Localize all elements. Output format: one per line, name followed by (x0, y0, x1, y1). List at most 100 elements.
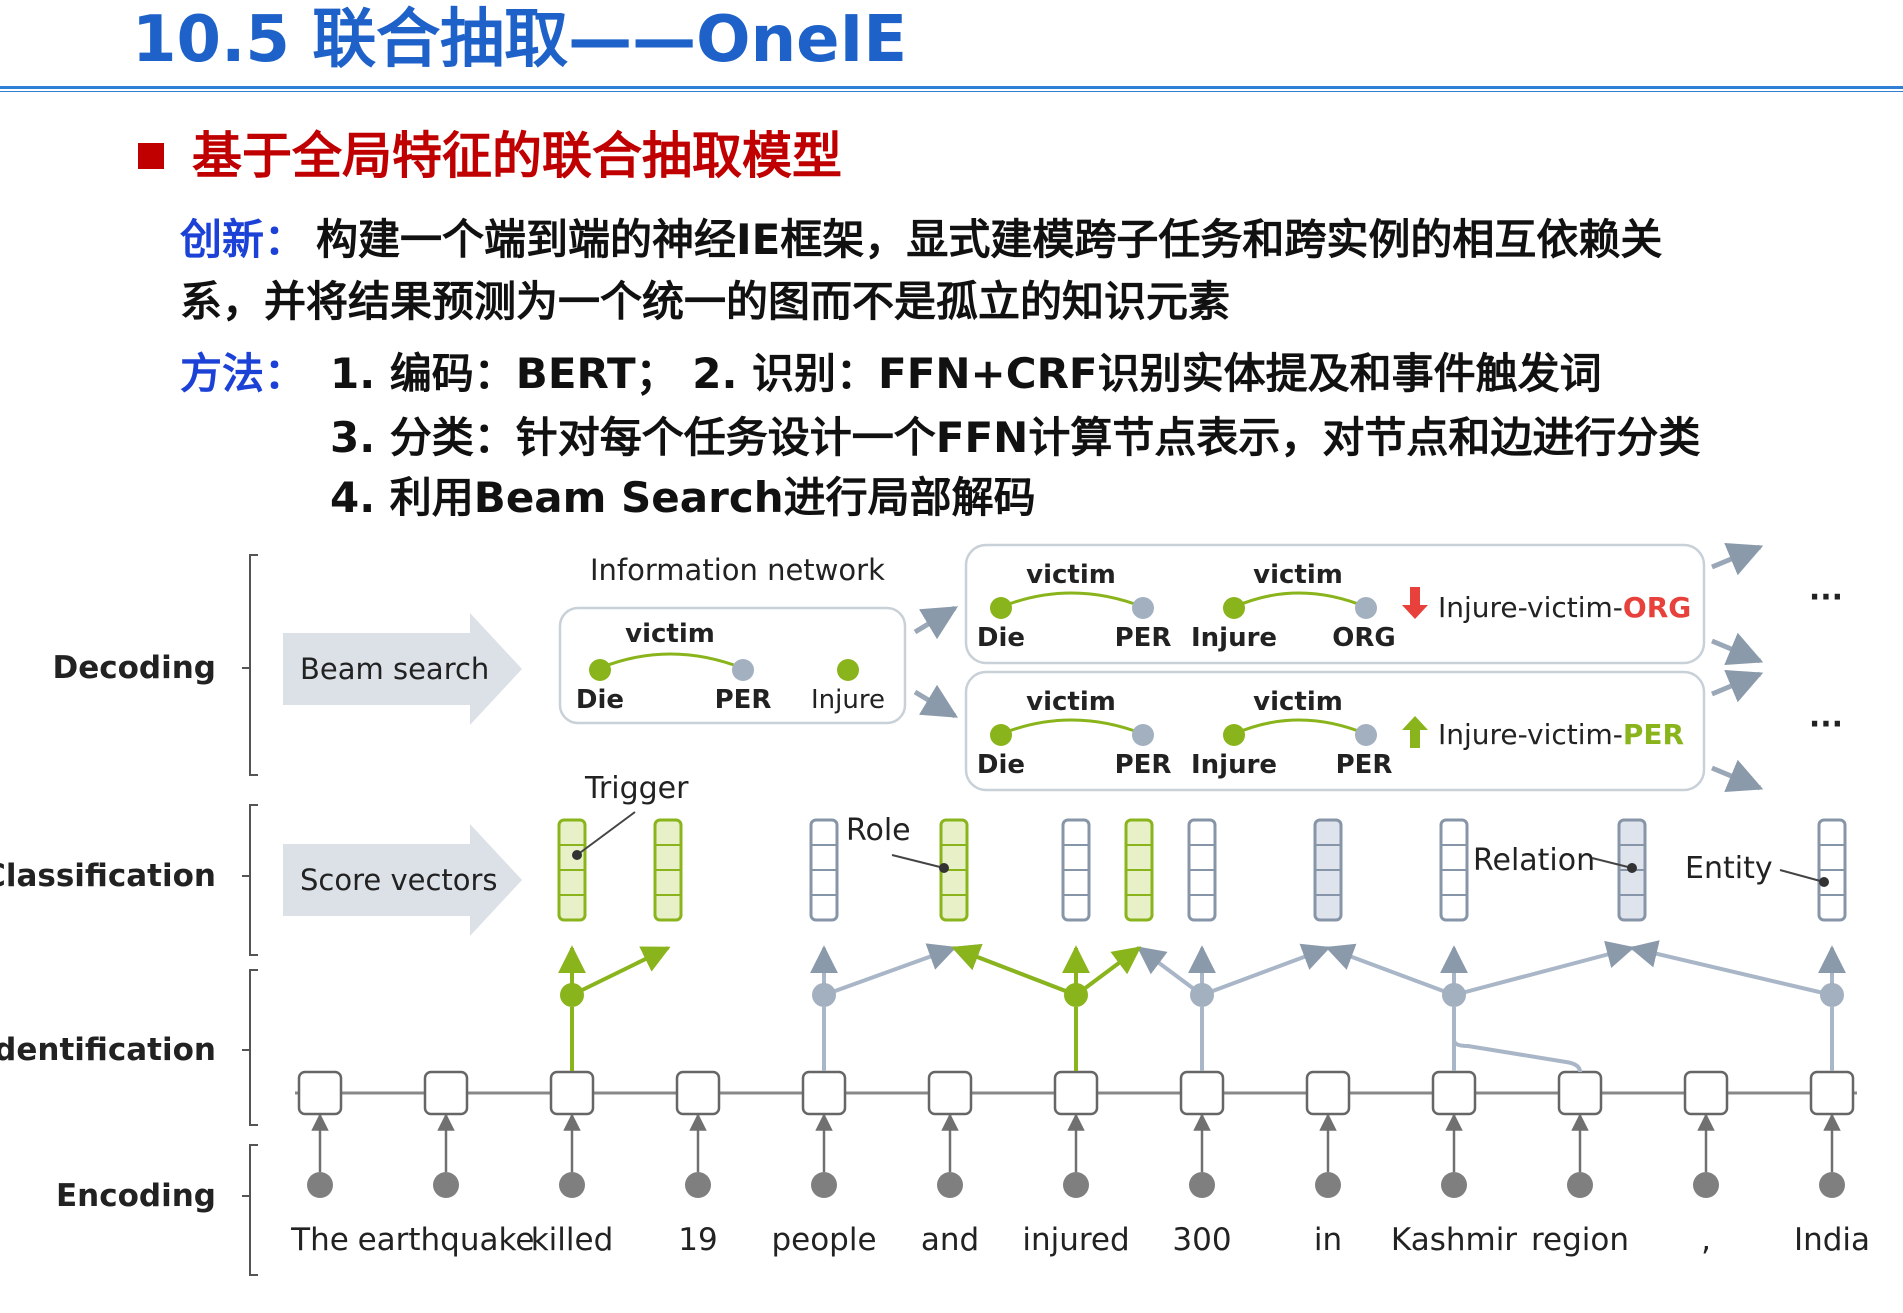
encoder-box (1809, 1070, 1855, 1116)
candidate-edge-label: victim (1253, 687, 1343, 717)
candidate-node (1132, 597, 1154, 619)
candidate-node (1223, 597, 1245, 619)
encoding-node (811, 1172, 837, 1198)
relation-callout-line (1591, 857, 1633, 869)
beam-expand-arrow (1711, 669, 1764, 703)
up-arrow-icon (1402, 716, 1428, 748)
role-callout-line (891, 854, 945, 869)
candidate-node (1355, 724, 1377, 746)
beam-branch-arrow (913, 605, 959, 640)
trigger-callout: Trigger (584, 771, 689, 806)
token-4: people (771, 1222, 876, 1258)
relation-connector (823, 943, 957, 997)
innovation-text-line2: 系，并将结果预测为一个统一的图而不是孤立的知识元素 (180, 277, 1231, 326)
candidate-node-label: Injure (1191, 623, 1277, 653)
relation-connector (1629, 940, 1833, 997)
encoding-node (307, 1172, 333, 1198)
relation-connector (1136, 946, 1204, 997)
token-9: Kashmir (1391, 1222, 1517, 1258)
candidate-edge (1233, 591, 1367, 609)
stage-label-identification: Identification (0, 1032, 216, 1068)
encoding-node (1189, 1172, 1215, 1198)
relation-callout: Relation (1473, 843, 1595, 878)
beam-expand-arrow (1711, 632, 1764, 666)
beam-branch-arrow (913, 684, 959, 719)
candidate-node (1132, 724, 1154, 746)
beam-candidate-panel (964, 543, 1706, 665)
role-callout-dot (939, 863, 949, 873)
info-node-injure (837, 659, 859, 681)
encoder-box (1431, 1070, 1477, 1116)
section-heading: 基于全局特征的联合抽取模型 (192, 127, 842, 185)
encoder-box (675, 1070, 721, 1116)
candidate-edge-label: victim (1026, 560, 1116, 590)
stage-label-classification: Classification (0, 858, 216, 894)
candidate-result: Injure-victim-ORG (1438, 591, 1691, 624)
token-8: in (1314, 1222, 1342, 1258)
encoding-node (559, 1172, 585, 1198)
relation-connector (1201, 943, 1331, 997)
candidate-edge (1000, 718, 1144, 736)
encoding-node (1819, 1172, 1845, 1198)
candidate-node-label: PER (1336, 750, 1393, 780)
encoding-node (1315, 1172, 1341, 1198)
trigger-callout-dot (572, 850, 582, 860)
entity-callout-line (1779, 869, 1825, 883)
stage-bracket (249, 804, 258, 956)
trigger-arrow (571, 946, 671, 997)
token-12: India (1794, 1222, 1870, 1258)
entity-node (1190, 983, 1214, 1007)
candidate-edge (1233, 718, 1367, 736)
candidate-edge-label: victim (1253, 560, 1343, 590)
role-callout: Role (846, 813, 911, 848)
candidate-node-label: Injure (1191, 750, 1277, 780)
info-node-label: Injure (811, 685, 885, 715)
trigger-arrow (951, 943, 1077, 997)
token-3: 19 (678, 1222, 717, 1258)
stage-bracket (249, 969, 258, 1126)
candidate-node (1223, 724, 1245, 746)
info-node-label: Die (576, 685, 624, 715)
stage-label-decoding: Decoding (52, 650, 216, 686)
title-rule (0, 86, 1903, 89)
innovation-text-line1: 构建一个端到端的神经IE框架，显式建模跨子任务和跨实例的相互依赖关 (316, 215, 1663, 264)
candidate-edge-label: victim (1026, 687, 1116, 717)
encoder-box (423, 1070, 469, 1116)
encoder-box (1179, 1070, 1225, 1116)
candidate-node (990, 597, 1012, 619)
token-1: earthquake (358, 1222, 535, 1258)
oneie-architecture-diagram: DecodingClassificationIdentificationEnco… (0, 542, 1870, 1276)
entity-node (1442, 983, 1466, 1007)
entity-span-connector (1452, 1007, 1582, 1073)
encoder-box (1053, 1070, 1099, 1116)
innovation-label: 创新： (180, 215, 307, 264)
info-node-label: PER (715, 685, 772, 715)
encoder-box (1305, 1070, 1351, 1116)
candidate-result: Injure-victim-PER (1438, 718, 1684, 751)
relation-connector (1325, 943, 1455, 997)
score-vectors-label: Score vectors (300, 863, 498, 897)
slide-title: 10.5 联合抽取——OneIE (132, 3, 908, 77)
method-line1: 1. 编码：BERT； 2. 识别：FFN+CRF识别实体提及和事件触发词 (330, 349, 1602, 398)
token-6: injured (1022, 1222, 1129, 1258)
encoder-box (1557, 1070, 1603, 1116)
info-edge (599, 652, 743, 670)
encoding-node (1441, 1172, 1467, 1198)
encoding-node (1693, 1172, 1719, 1198)
beam-search-label: Beam search (300, 652, 489, 686)
candidate-node-label: PER (1115, 750, 1172, 780)
stage-label-encoding: Encoding (56, 1178, 216, 1214)
encoder-box (549, 1070, 595, 1116)
token-7: 300 (1172, 1222, 1231, 1258)
candidate-node-label: ORG (1332, 623, 1395, 653)
bullet-square-icon (138, 143, 164, 169)
trigger-node (560, 983, 584, 1007)
encoder-box (801, 1070, 847, 1116)
method-line3: 4. 利用Beam Search进行局部解码 (330, 473, 1036, 522)
encoder-box (297, 1070, 343, 1116)
stage-bracket (249, 554, 258, 776)
relation-connector (1453, 940, 1635, 997)
method-label: 方法： (180, 349, 307, 398)
candidate-node-label: PER (1115, 623, 1172, 653)
entity-callout: Entity (1685, 851, 1773, 886)
